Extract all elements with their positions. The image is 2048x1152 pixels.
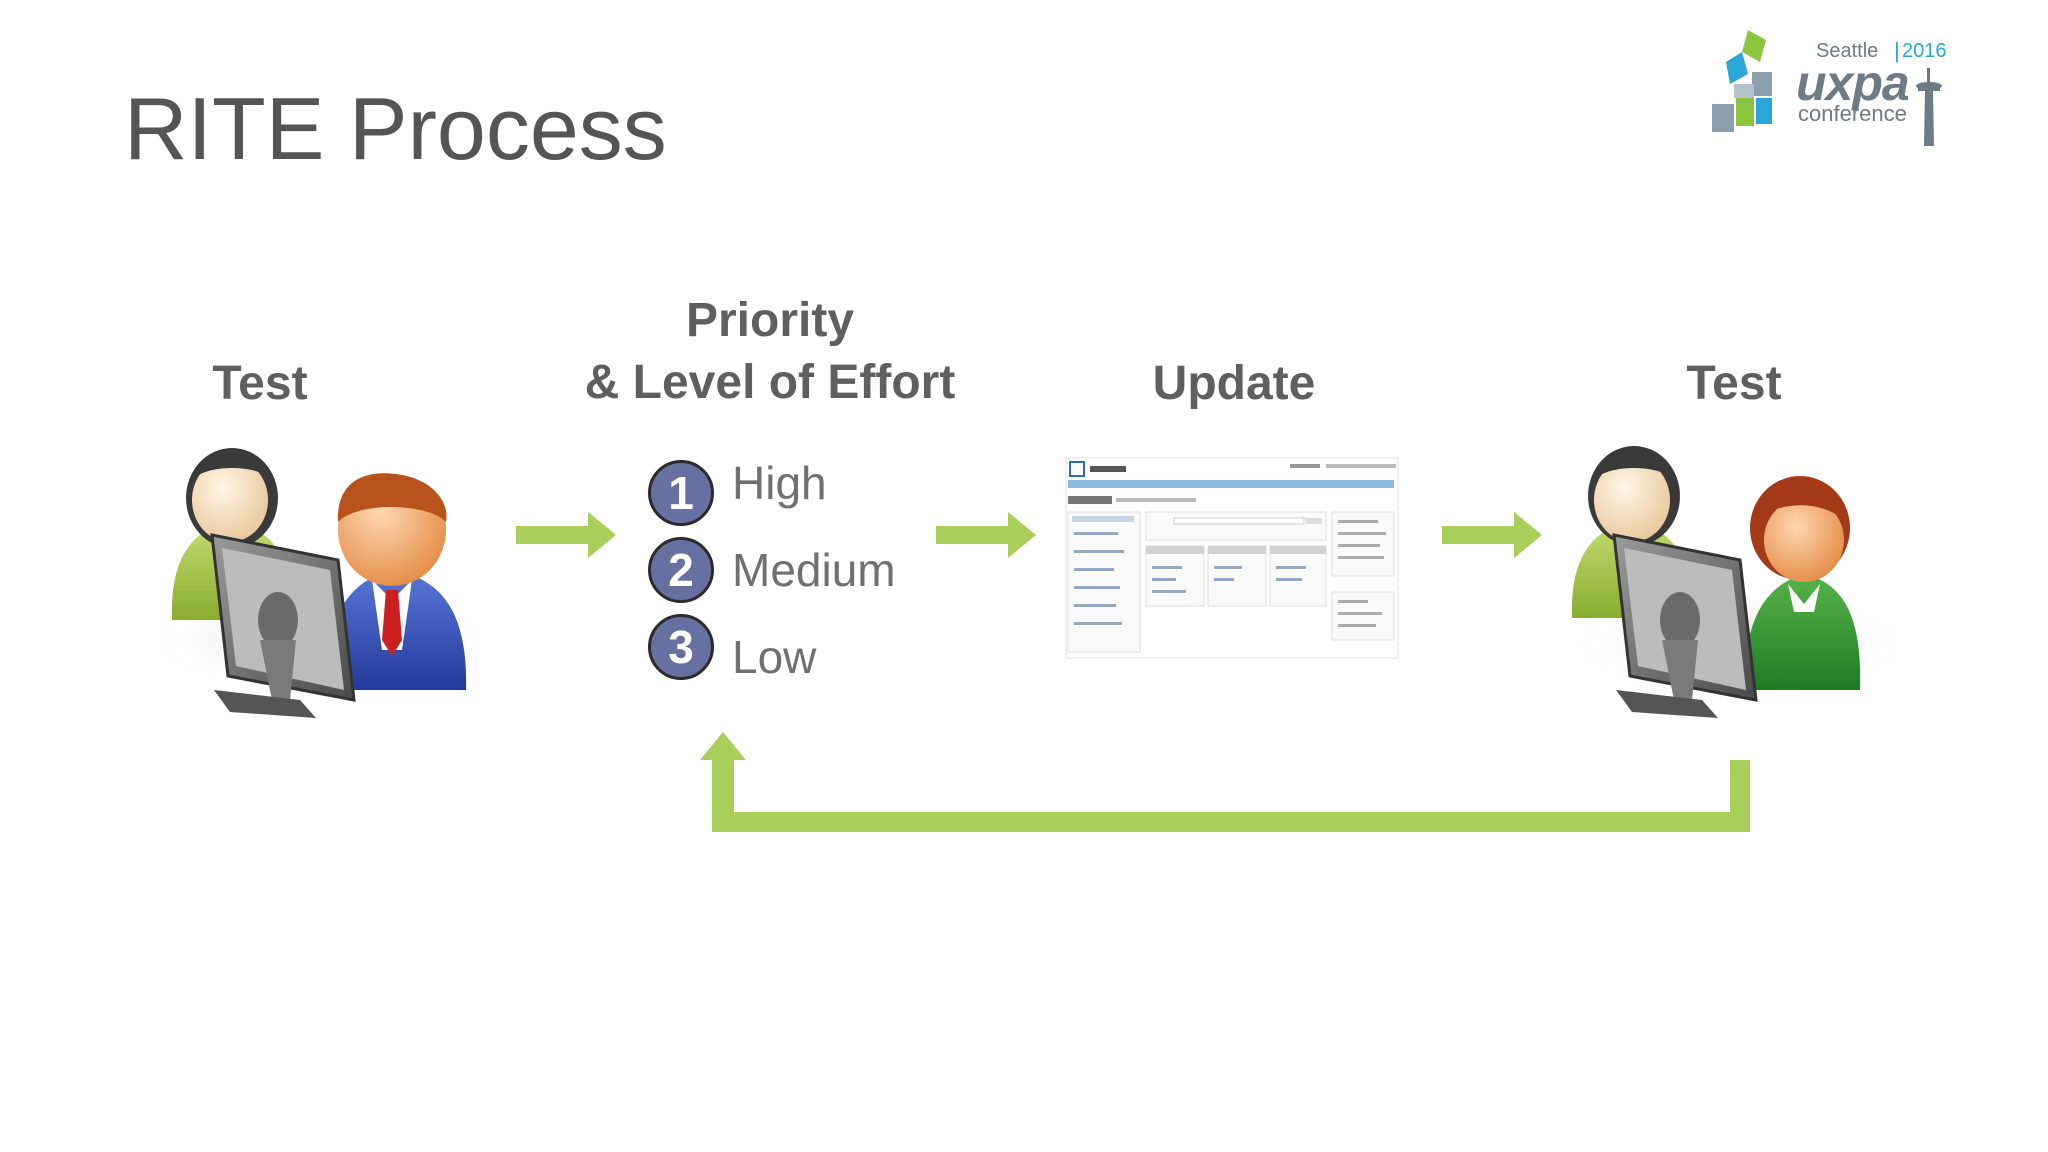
people-at-computer-icon-right — [1560, 446, 1920, 718]
arrow-right-icon-1 — [516, 512, 616, 558]
step-label-update: Update — [1152, 357, 1316, 410]
logo-city: Seattle — [1816, 40, 1879, 62]
logo-cube-icon — [1712, 30, 1772, 132]
webpage-screenshot-icon — [1065, 457, 1399, 659]
priority-badge-2: 2 — [648, 537, 714, 603]
step-label-priority: Priority & Level of Effort — [560, 290, 980, 414]
arrow-right-icon-3 — [1442, 512, 1542, 558]
priority-text-high: High — [732, 457, 827, 509]
space-needle-icon — [1916, 68, 1942, 146]
logo-subtitle: conference — [1798, 101, 1907, 126]
step-label-test-1: Test — [212, 357, 308, 410]
logo-brand: uxpa — [1796, 55, 1910, 111]
step-label-test-2: Test — [1686, 357, 1782, 410]
priority-text-low: Low — [732, 631, 817, 683]
arrow-right-icon-2 — [936, 512, 1036, 558]
page-title: RITE Process — [124, 79, 667, 178]
priority-text-medium: Medium — [732, 544, 896, 596]
loop-back-arrow-icon — [700, 732, 1750, 832]
logo-year: 2016 — [1902, 40, 1947, 62]
step-label-priority-line2: & Level of Effort — [584, 356, 956, 409]
logo-separator: | — [1894, 38, 1900, 63]
uxpa-logo: Seattle | 2016 uxpa conference — [1708, 26, 1958, 146]
priority-badge-1: 1 — [648, 460, 714, 526]
people-at-computer-icon-left — [140, 448, 500, 718]
step-label-priority-line1: Priority — [685, 294, 855, 347]
priority-badge-3: 3 — [648, 614, 714, 680]
